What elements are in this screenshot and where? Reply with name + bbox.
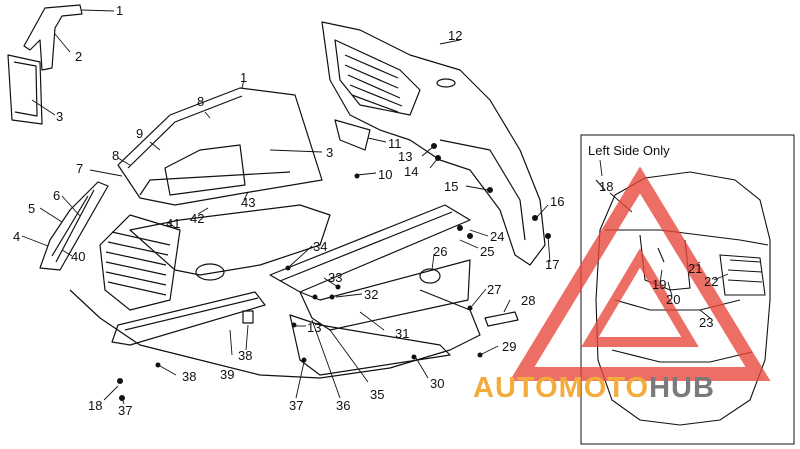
- callout-18: 18: [599, 179, 614, 194]
- callout-12: 12: [448, 28, 463, 43]
- callout-31: 31: [395, 326, 410, 341]
- callout-28: 28: [521, 293, 536, 308]
- callout-37: 37: [289, 398, 304, 413]
- callout-25: 25: [480, 244, 495, 259]
- callout-4: 4: [13, 229, 21, 244]
- callout-11: 11: [388, 136, 402, 151]
- callout-6: 6: [53, 188, 61, 203]
- watermark-logo: [509, 166, 771, 381]
- callout-34: 34: [313, 239, 328, 254]
- callout-37: 37: [118, 403, 133, 418]
- watermark-text-b: HUB: [649, 372, 715, 404]
- part-upper-hood-panel: [117, 87, 323, 206]
- callout-27: 27: [487, 282, 502, 297]
- callout-39: 39: [220, 367, 235, 382]
- callout-33: 33: [328, 270, 343, 285]
- callout-38: 38: [182, 369, 197, 384]
- callout-30: 30: [430, 376, 445, 391]
- callout-38: 38: [238, 348, 253, 363]
- callout-35: 35: [370, 387, 385, 402]
- callout-3: 3: [326, 145, 334, 160]
- callout-23: 23: [699, 315, 714, 330]
- callout-43: 43: [241, 195, 256, 210]
- part-lower-tray: [129, 204, 331, 276]
- part-mid-rail-right: [269, 204, 471, 293]
- callout-22: 22: [704, 274, 719, 289]
- callout-10: 10: [378, 167, 393, 182]
- callout-13: 13: [398, 149, 413, 164]
- part-side-vent-strip: [39, 181, 109, 271]
- callout-9: 9: [136, 126, 144, 141]
- callout-14: 14: [404, 164, 419, 179]
- callout-40: 40: [71, 249, 86, 264]
- callout-32: 32: [364, 287, 379, 302]
- callout-1: 1: [116, 3, 124, 18]
- callout-19: 19: [652, 277, 667, 292]
- inset-title: Left Side Only: [588, 143, 670, 158]
- callout-24: 24: [490, 229, 505, 244]
- callout-15: 15: [444, 179, 459, 194]
- part-bracket-top-left: [23, 4, 83, 71]
- callout-5: 5: [28, 201, 36, 216]
- part-lower-side-rail: [289, 314, 451, 376]
- callout-1: 1: [240, 70, 248, 85]
- part-side-shell-right: [321, 21, 546, 266]
- callout-8: 8: [197, 94, 205, 109]
- callout-36: 36: [336, 398, 351, 413]
- callout-21: 21: [688, 261, 703, 276]
- callout-16: 16: [550, 194, 565, 209]
- part-belly-pan: [69, 289, 481, 379]
- watermark: AUTOMOTOHUB: [473, 372, 715, 405]
- inset-hood-outline: [595, 171, 771, 426]
- callout-26: 26: [433, 244, 448, 259]
- part-small-strip: [484, 311, 519, 327]
- callout-2: 2: [75, 49, 83, 64]
- callout-18: 18: [88, 398, 103, 413]
- callout-29: 29: [502, 339, 517, 354]
- callout-8: 8: [112, 148, 120, 163]
- callout-42: 42: [190, 211, 205, 226]
- callout-20: 20: [666, 292, 681, 307]
- part-panel-left-strip: [7, 54, 43, 125]
- watermark-text-a: AUTOMOTO: [473, 372, 650, 404]
- part-lower-rail-left: [111, 291, 266, 346]
- callout-3: 3: [56, 109, 64, 124]
- callout-13: 13: [307, 320, 322, 335]
- callout-41: 41: [166, 216, 181, 231]
- callout-7: 7: [76, 161, 84, 176]
- part-grille-box: [99, 214, 181, 311]
- callout-17: 17: [545, 257, 560, 272]
